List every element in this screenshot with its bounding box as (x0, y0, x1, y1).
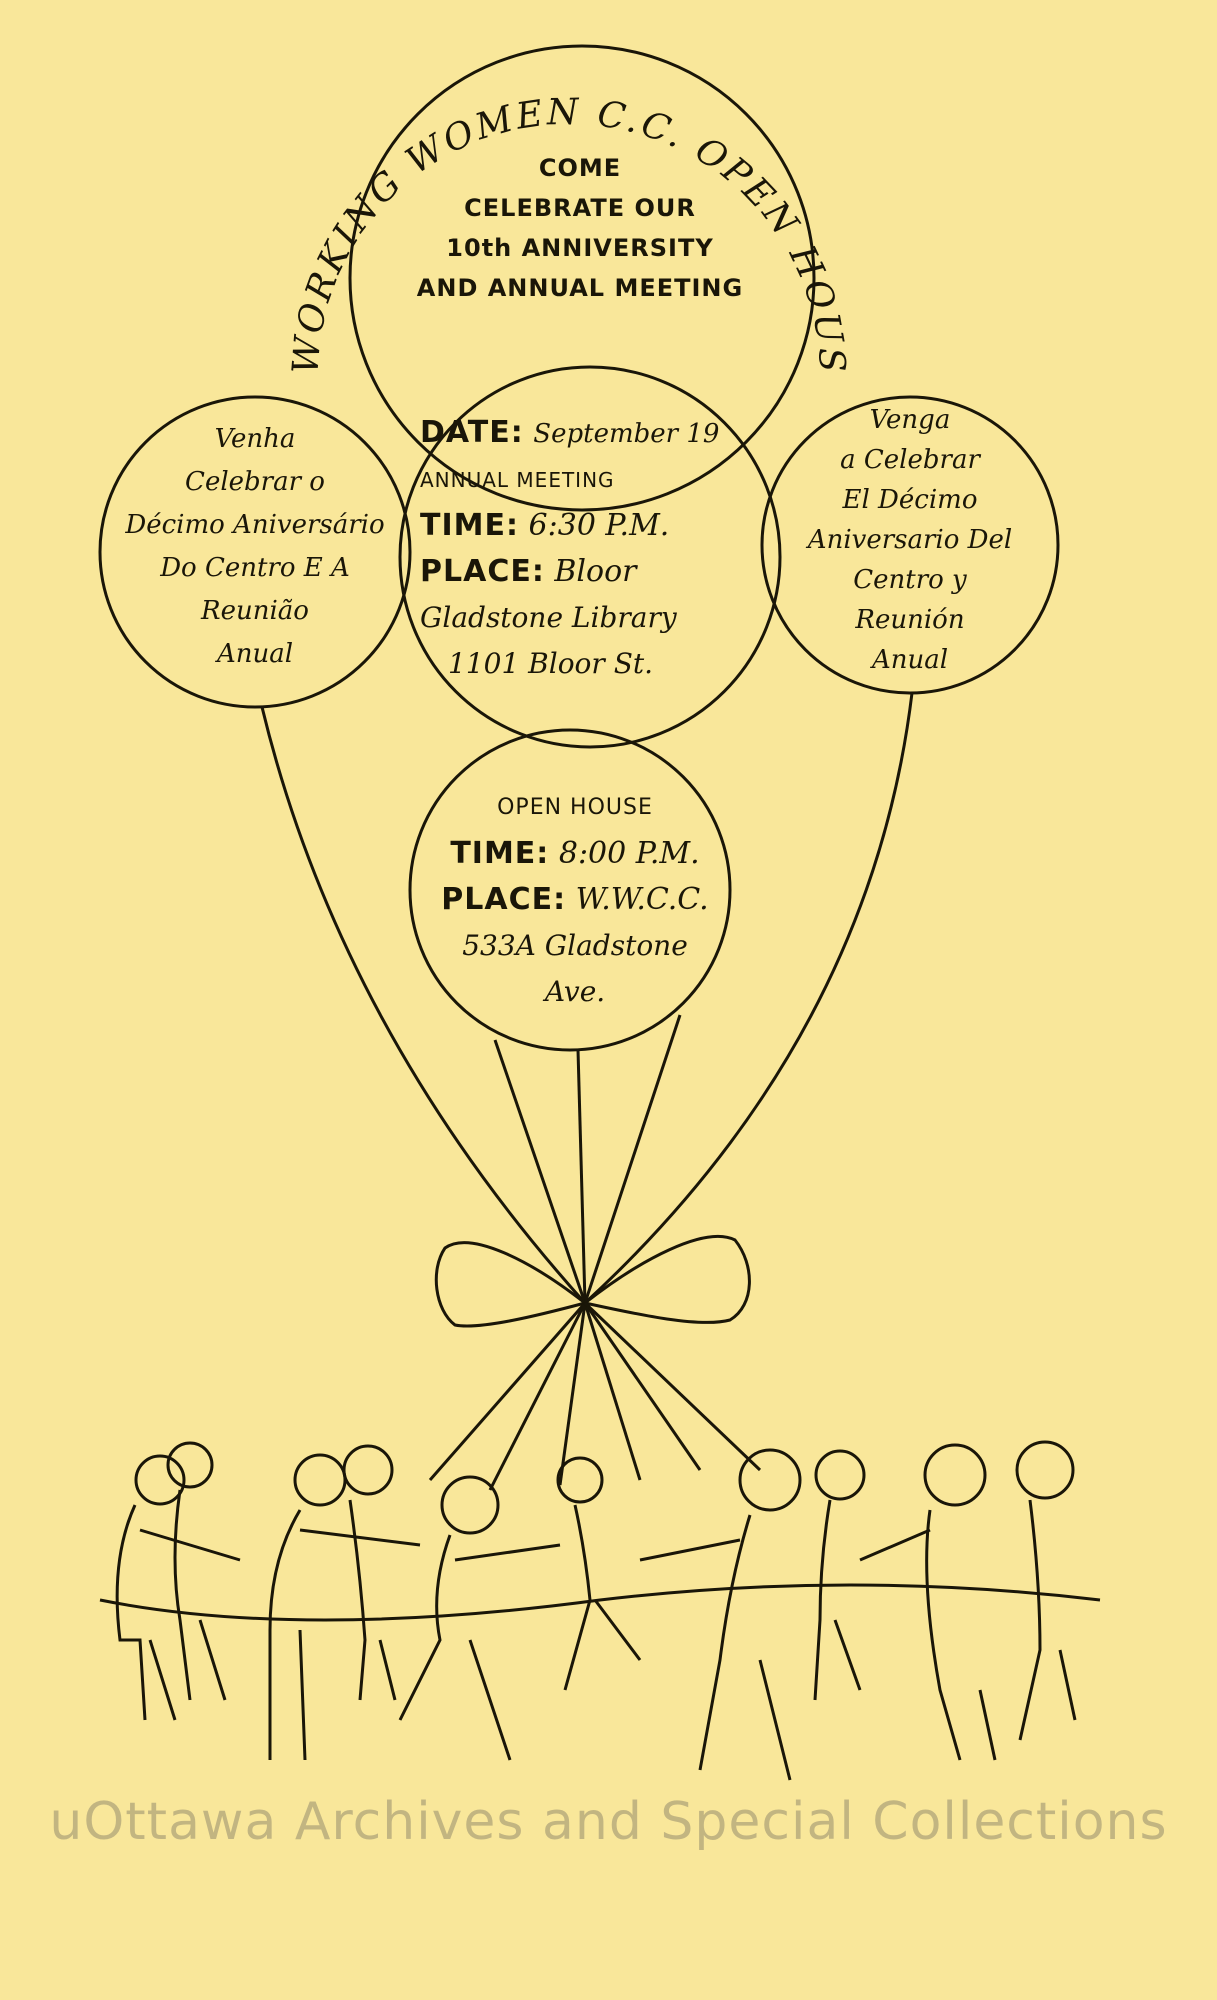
open-house-place-label: PLACE: (441, 882, 567, 917)
string-b1 (493, 1039, 587, 1304)
annual-meeting-heading: ANNUAL MEETING (420, 468, 615, 492)
string-left (260, 706, 587, 1305)
top-balloon-text: COME CELEBRATE OUR 10th ANNIVERSITY AND … (380, 148, 780, 308)
right-line: Anual (871, 645, 949, 675)
left-balloon-shape (98, 395, 412, 709)
right-line: El Décimo (842, 485, 978, 515)
open-house-place-value: W.W.C.C. (575, 882, 709, 917)
string-right (583, 692, 914, 1305)
center-balloon-text: DATE: September 19 ANNUAL MEETING TIME: … (420, 410, 770, 687)
bow-left (434, 1241, 589, 1328)
left-line: Anual (216, 639, 294, 669)
top-balloon-shape (348, 44, 816, 512)
dancing-people-illustration (99, 1440, 1101, 1781)
top-line4: AND ANNUAL MEETING (416, 274, 744, 302)
left-line: Décimo Aniversário (125, 510, 385, 540)
right-line: Reunión (855, 605, 965, 635)
right-line: Venga (869, 405, 951, 435)
place-line2: Gladstone Library (420, 601, 677, 634)
left-balloon-text: Venha Celebrar o Décimo Aniversário Do C… (100, 418, 410, 676)
time-label: TIME: (420, 508, 519, 543)
open-house-heading: OPEN HOUSE (497, 795, 653, 820)
top-line1: COME (538, 154, 622, 182)
place-value: Bloor (554, 554, 637, 589)
left-line: Do Centro E A (160, 553, 350, 583)
open-house-place-line2: 533A Gladstone (462, 929, 688, 962)
right-line: a Celebrar (840, 445, 980, 475)
string-b2 (576, 1049, 587, 1304)
date-value: September 19 (533, 419, 720, 449)
bow-right (581, 1235, 751, 1324)
top-line3: 10th ANNIVERSITY (446, 234, 714, 262)
top-line2: CELEBRATE OUR (464, 194, 696, 222)
right-balloon-shape (760, 395, 1060, 695)
archive-credit: uOttawa Archives and Special Collections (49, 1792, 1168, 1852)
bottom-balloon-shape (408, 728, 732, 1052)
place-label: PLACE: (420, 554, 545, 589)
right-line: Aniversario Del (807, 525, 1013, 555)
open-house-time-value: 8:00 P.M. (558, 836, 700, 871)
left-line: Reunião (201, 596, 309, 626)
right-balloon-text: Venga a Celebrar El Décimo Aniversario D… (765, 400, 1055, 680)
left-line: Venha (214, 424, 296, 454)
string-b3 (583, 1014, 682, 1304)
date-label: DATE: (420, 415, 524, 450)
open-house-time-label: TIME: (450, 836, 550, 871)
left-line: Celebrar o (185, 467, 325, 497)
open-house-place-line3: Ave. (544, 975, 606, 1008)
place-line3: 1101 Bloor St. (448, 647, 654, 680)
right-line: Centro y (853, 565, 967, 595)
center-balloon-shape (398, 365, 782, 749)
time-value: 6:30 P.M. (528, 508, 670, 543)
bottom-balloon-text: OPEN HOUSE TIME: 8:00 P.M. PLACE: W.W.C.… (420, 785, 730, 1015)
